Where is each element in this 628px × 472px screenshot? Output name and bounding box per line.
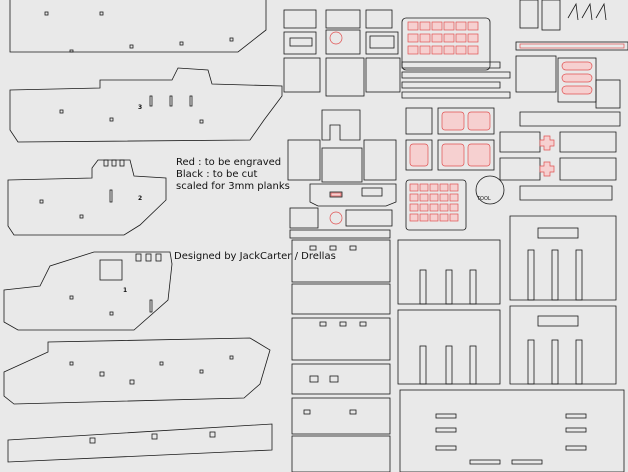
engraved-mesh-right bbox=[519, 43, 625, 95]
hull-panel-3 bbox=[9, 67, 283, 143]
part-number-3: 3 bbox=[138, 104, 143, 111]
hull-panel-bottom bbox=[3, 337, 271, 405]
legend: Red : to be engraved Black : to be cut s… bbox=[176, 157, 290, 193]
tool-label: TOOL bbox=[477, 196, 491, 202]
engraved-grid-bottom bbox=[409, 183, 459, 222]
engraved-cross-markings bbox=[539, 135, 555, 177]
small-parts-top-right bbox=[515, 0, 628, 51]
engraved-turret-front bbox=[330, 192, 342, 197]
grid-plate-top bbox=[401, 17, 491, 71]
engraved-mid-plates bbox=[409, 111, 491, 167]
hull-strip-bottom bbox=[7, 423, 273, 463]
designer-credit: Designed by JackCarter / Drellas bbox=[174, 251, 336, 262]
mesh-parts-right bbox=[515, 55, 621, 109]
hull-panel-top bbox=[9, 0, 267, 53]
engraved-grid-top bbox=[407, 21, 479, 55]
lower-side-panel-right bbox=[509, 215, 617, 385]
long-strips bbox=[401, 61, 511, 99]
hull-box-center bbox=[291, 239, 391, 472]
grid-plate-bottom bbox=[405, 175, 505, 231]
deck-plates-top bbox=[283, 9, 399, 55]
hatch-plates bbox=[283, 57, 401, 97]
cabin-panels-right bbox=[499, 111, 621, 201]
turret-frame bbox=[287, 109, 397, 183]
part-number-1: 1 bbox=[123, 287, 128, 294]
turret-front bbox=[309, 183, 397, 207]
part-number-2: 2 bbox=[138, 195, 143, 202]
hull-panel-1 bbox=[3, 251, 173, 331]
turret-slots bbox=[289, 207, 393, 239]
mid-plates bbox=[405, 107, 495, 171]
legend-scale: scaled for 3mm planks bbox=[176, 181, 290, 192]
legend-red: Red : to be engraved bbox=[176, 157, 282, 168]
legend-black: Black : to be cut bbox=[176, 169, 258, 180]
engraved-hatch-ring bbox=[329, 31, 343, 225]
hull-panel-2 bbox=[7, 159, 167, 236]
lower-side-panel-left bbox=[397, 239, 501, 385]
base-plate bbox=[399, 389, 625, 472]
